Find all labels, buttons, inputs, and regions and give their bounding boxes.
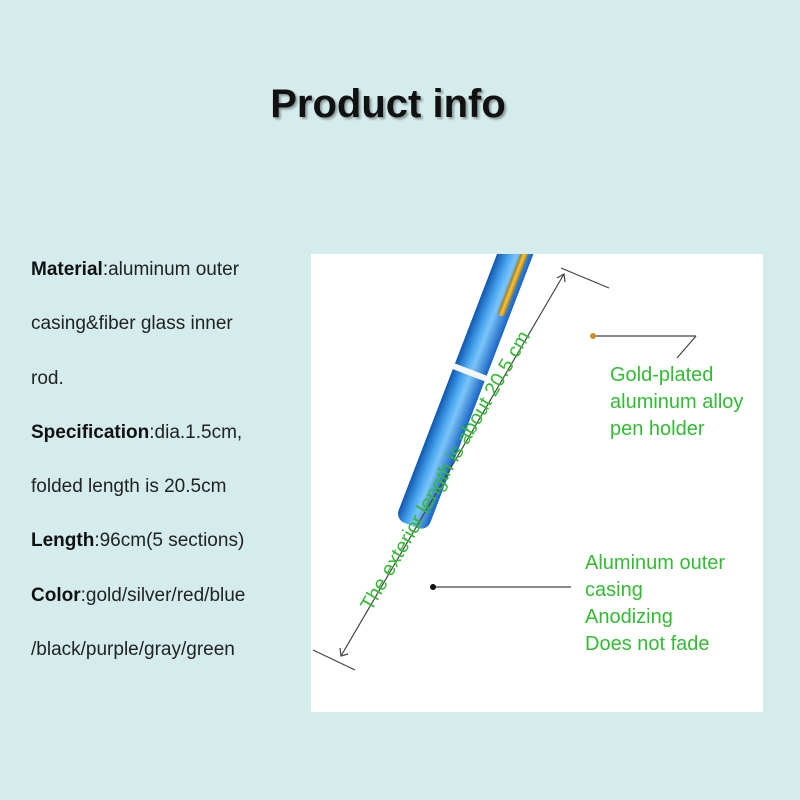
casing-label: Aluminum outer casing Anodizing Does not… <box>585 550 725 658</box>
spec-key: Length <box>31 530 95 552</box>
pen-rod-illustration: The exterior length is about 20.5 cm <box>312 254 697 671</box>
length-label: The exterior length is about 20.5 cm <box>357 327 536 614</box>
spec-value: aluminum outer <box>108 259 240 280</box>
spec-list: Material:aluminum outer casing&fiber gla… <box>31 252 301 686</box>
spec-key: Specification <box>31 421 150 443</box>
casing-label-line: Anodizing <box>585 606 673 628</box>
spec-value: gold/silver/red/blue <box>85 584 246 606</box>
casing-label-line: Aluminum outer <box>585 552 726 574</box>
holder-label-line: aluminum alloy <box>610 391 744 413</box>
spec-line: Length:96cm(5 sections) <box>31 530 245 552</box>
page-title: Product info <box>270 82 506 126</box>
casing-label-line: casing <box>585 579 643 601</box>
joint-ring <box>451 363 488 382</box>
spec-line: /black/purple/gray/green <box>31 639 235 661</box>
spec-line: rod. <box>31 367 64 389</box>
casing-label-line: Does not fade <box>585 633 710 655</box>
holder-label-line: Gold-plated <box>610 364 714 386</box>
holder-pointer-dot <box>590 333 596 339</box>
spec-line: Material:aluminum outer <box>31 259 240 280</box>
dimension-lines <box>312 267 697 671</box>
holder-label-line: pen holder <box>610 418 705 440</box>
spec-line: casing&fiber glass inner <box>31 313 233 335</box>
spec-key: Material <box>31 259 103 280</box>
spec-line: folded length is 20.5cm <box>31 476 227 498</box>
rod-body <box>398 254 546 529</box>
product-image-panel: The exterior length is about 20.5 cm Gol… <box>311 254 763 712</box>
spec-value: dia.1.5cm, <box>154 421 243 443</box>
spec-value: 96cm(5 sections) <box>99 530 245 552</box>
casing-pointer-dot <box>430 584 436 590</box>
gold-clip <box>498 254 538 317</box>
spec-line: Specification:dia.1.5cm, <box>31 421 243 443</box>
spec-line: Color:gold/silver/red/blue <box>31 584 246 606</box>
spec-key: Color <box>31 584 81 606</box>
holder-label: Gold-plated aluminum alloy pen holder <box>610 362 743 443</box>
